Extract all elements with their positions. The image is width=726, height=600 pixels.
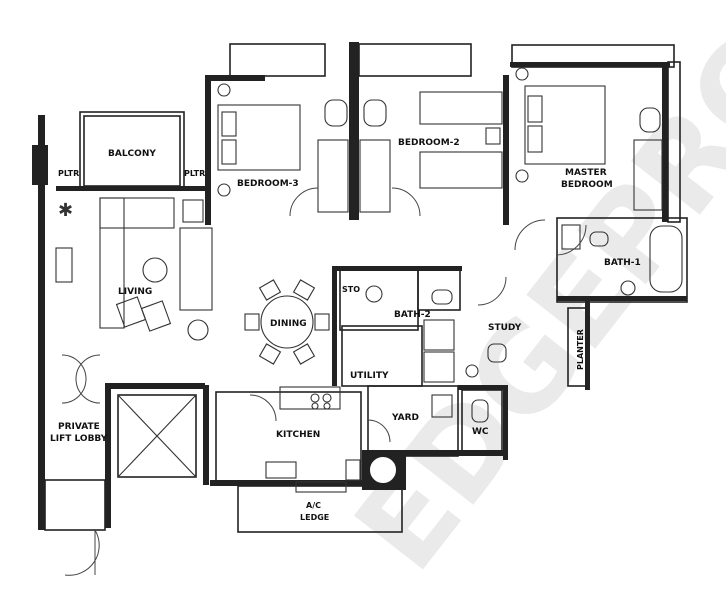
label-kitchen: KITCHEN	[276, 430, 320, 440]
room-labels: BALCONY PLTR PLTR BEDROOM-3 BEDROOM-2 MA…	[50, 138, 641, 522]
label-ac-ledge-1: A/C	[306, 501, 321, 510]
label-bedroom-2: BEDROOM-2	[398, 138, 460, 148]
label-bath-1: BATH-1	[604, 258, 641, 268]
label-bedroom-3: BEDROOM-3	[237, 179, 299, 189]
label-yard: YARD	[391, 413, 419, 423]
door-swings	[61, 187, 587, 576]
label-study: STUDY	[488, 323, 522, 333]
label-lobby-2: LIFT LOBBY	[50, 434, 108, 444]
label-planter: PLANTER	[576, 329, 585, 370]
label-bath-2: BATH-2	[394, 310, 431, 320]
label-balcony: BALCONY	[108, 149, 156, 159]
label-master-bedroom-1: MASTER	[565, 168, 607, 178]
furniture: ✱	[55, 67, 683, 493]
label-master-bedroom-2: BEDROOM	[561, 180, 613, 190]
label-pltr-right: PLTR	[184, 169, 205, 178]
label-wc: WC	[472, 427, 489, 437]
label-living: LIVING	[118, 287, 152, 297]
label-ac-ledge-2: LEDGE	[300, 513, 329, 522]
walls	[32, 42, 688, 533]
label-dining: DINING	[270, 319, 307, 329]
label-utility: UTILITY	[350, 371, 389, 381]
label-pltr-left: PLTR	[58, 169, 79, 178]
svg-text:✱: ✱	[58, 200, 73, 220]
label-sto: STO	[342, 285, 360, 294]
label-lobby-1: PRIVATE	[58, 422, 100, 432]
